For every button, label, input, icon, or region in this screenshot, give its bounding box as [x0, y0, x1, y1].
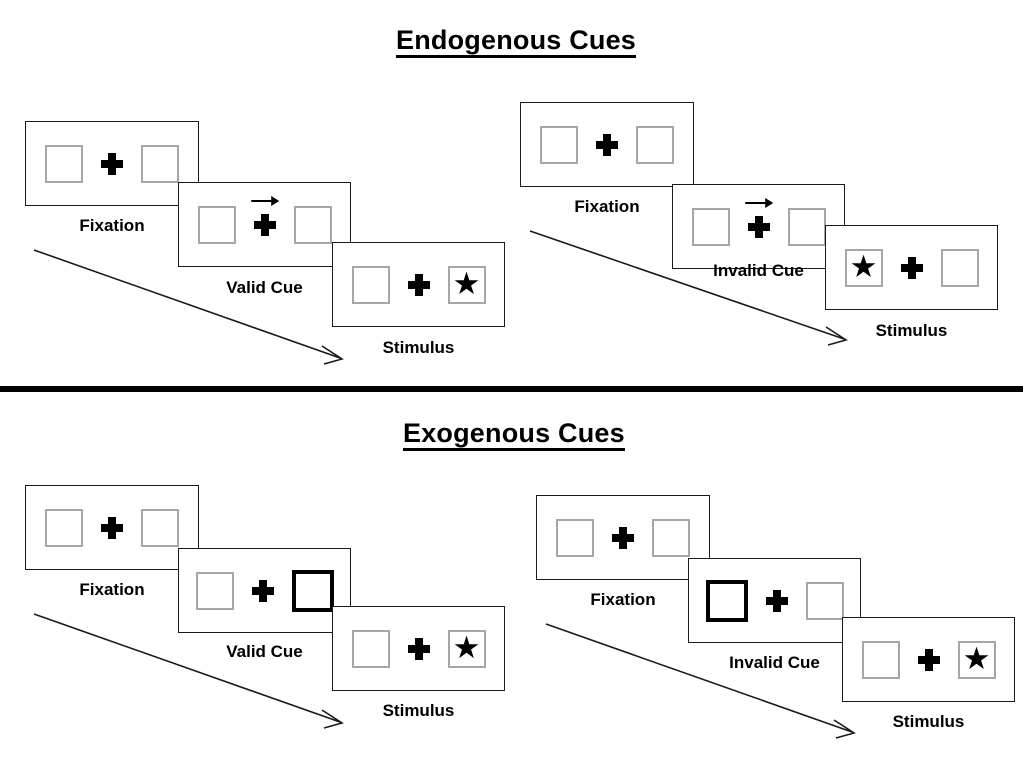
section-divider — [0, 386, 1023, 392]
target-box-right: ★ — [447, 265, 486, 304]
fixation-cross-icon — [744, 197, 773, 238]
section-title-exogenous: Exogenous Cues — [403, 419, 625, 452]
fixation-cross-icon — [612, 526, 634, 549]
cued-box-right — [291, 569, 334, 612]
fixation-cross-icon — [917, 648, 940, 671]
time-arrow-endogenous-valid — [33, 249, 344, 365]
target-box-right: ★ — [957, 640, 996, 679]
frame-caption: Invalid Cue — [713, 261, 804, 280]
placeholder-box-left — [691, 207, 730, 246]
frame-caption: Stimulus — [892, 712, 965, 731]
trial-frame-stimulus[interactable]: ★ — [332, 606, 505, 691]
fixation-cross-icon — [101, 152, 123, 175]
cued-box-left — [705, 579, 748, 622]
arrow-right-icon — [250, 195, 281, 207]
fixation-cross-icon — [765, 589, 788, 612]
time-arrow-exogenous-valid — [33, 613, 344, 729]
placeholder-box-left — [556, 518, 594, 557]
frame-caption: Valid Cue — [226, 642, 303, 661]
placeholder-box-right — [787, 207, 826, 246]
placeholder-box-left — [351, 629, 390, 668]
placeholder-box-right — [636, 125, 674, 164]
trial-frame-stimulus[interactable]: ★ — [332, 242, 505, 327]
frame-caption: Stimulus — [382, 338, 455, 357]
star-icon: ★ — [452, 266, 481, 301]
placeholder-box-left — [861, 640, 900, 679]
placeholder-box-right — [141, 508, 179, 547]
placeholder-box-left — [540, 125, 578, 164]
trial-frame-fixation[interactable] — [25, 485, 199, 570]
trial-frame-stimulus[interactable]: ★ — [825, 225, 998, 310]
fixation-cross-icon — [407, 637, 430, 660]
star-icon: ★ — [962, 641, 991, 676]
frame-caption: Fixation — [590, 590, 656, 609]
trial-frame-stimulus[interactable]: ★ — [842, 617, 1015, 702]
placeholder-box-right — [805, 581, 844, 620]
placeholder-box-right — [141, 144, 179, 183]
target-box-left: ★ — [844, 248, 883, 287]
time-arrow-exogenous-invalid — [545, 623, 856, 739]
frame-caption: Fixation — [574, 197, 640, 216]
fixation-cross-icon — [250, 195, 279, 236]
placeholder-box-left — [195, 571, 234, 610]
trial-frame-fixation[interactable] — [536, 495, 710, 580]
section-title-endogenous: Endogenous Cues — [396, 26, 637, 59]
fixation-cross-icon — [251, 579, 274, 602]
frame-caption: Fixation — [79, 580, 145, 599]
trial-frame-invalid-cue[interactable] — [688, 558, 861, 643]
time-arrow-endogenous-invalid — [529, 230, 848, 346]
target-box-right: ★ — [447, 629, 486, 668]
frame-caption: Valid Cue — [226, 278, 303, 297]
placeholder-box-right — [652, 518, 690, 557]
fixation-cross-icon — [101, 516, 123, 539]
placeholder-box-left — [351, 265, 390, 304]
fixation-cross-icon — [407, 273, 430, 296]
star-icon: ★ — [452, 630, 481, 665]
frame-caption: Fixation — [79, 216, 145, 235]
trial-frame-fixation[interactable] — [25, 121, 199, 206]
placeholder-box-left — [45, 144, 83, 183]
placeholder-box-right — [293, 205, 332, 244]
frame-caption: Invalid Cue — [729, 653, 820, 672]
arrow-right-icon — [744, 197, 775, 209]
trial-frame-invalid-cue[interactable] — [672, 184, 845, 269]
star-icon: ★ — [849, 249, 878, 284]
frame-caption: Stimulus — [875, 321, 948, 340]
placeholder-box-left — [197, 205, 236, 244]
trial-frame-fixation[interactable] — [520, 102, 694, 187]
trial-frame-valid-cue[interactable] — [178, 548, 351, 633]
trial-frame-valid-cue[interactable] — [178, 182, 351, 267]
fixation-cross-icon — [596, 133, 618, 156]
placeholder-box-right — [940, 248, 979, 287]
frame-caption: Stimulus — [382, 701, 455, 720]
placeholder-box-left — [45, 508, 83, 547]
fixation-cross-icon — [900, 256, 923, 279]
